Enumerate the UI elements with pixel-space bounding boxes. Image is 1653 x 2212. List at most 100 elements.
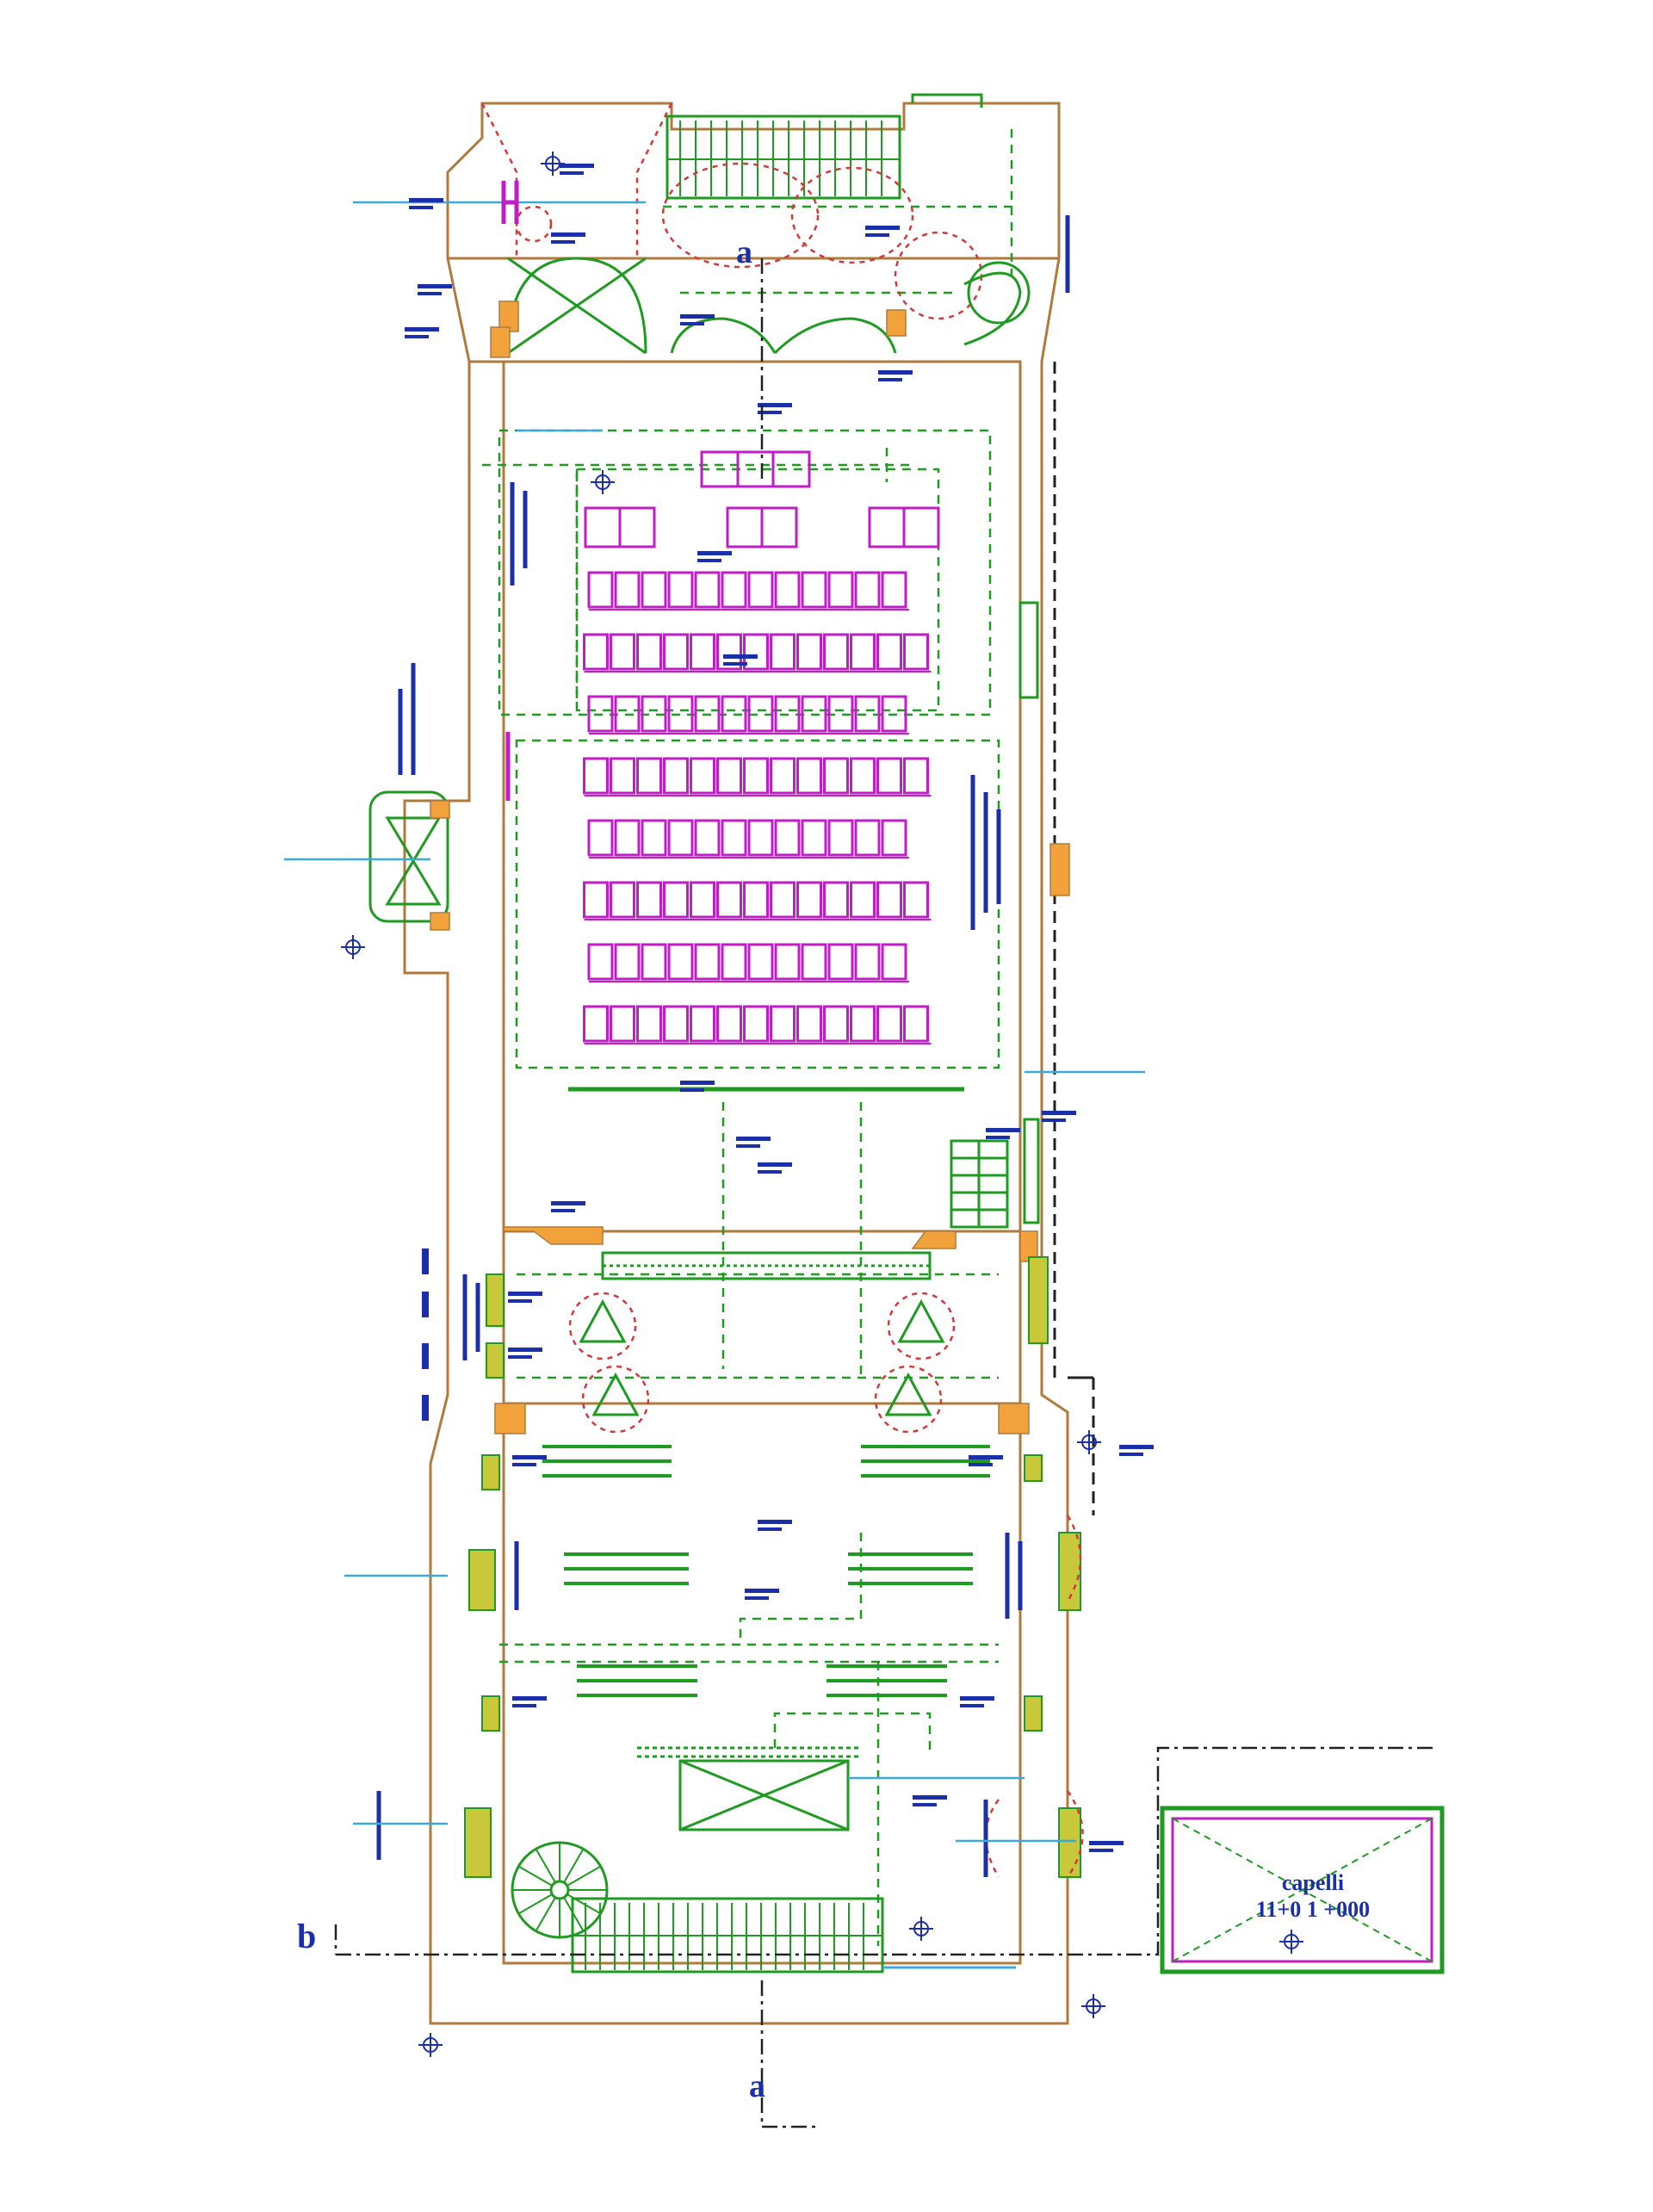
seat [721, 943, 747, 981]
seat [694, 943, 721, 981]
seat [610, 881, 635, 919]
chandelier-icon [874, 1365, 943, 1434]
annotation-tag [758, 1520, 792, 1524]
seat [827, 943, 854, 981]
annotation-tag [913, 1795, 947, 1800]
seat [876, 1005, 902, 1043]
seat [690, 757, 715, 795]
annotation-tag [758, 1170, 782, 1174]
seat [796, 757, 822, 795]
section-line-b [334, 1746, 1438, 1956]
seat [667, 943, 694, 981]
spiral-tread [517, 1893, 553, 1915]
seat [743, 1005, 769, 1043]
annotation-tag [512, 1704, 536, 1707]
annotation-tag [1042, 1118, 1066, 1122]
seating-area [583, 571, 932, 1044]
seat [774, 695, 801, 733]
seat [850, 633, 876, 671]
annotation-tag [697, 551, 732, 555]
annotation-tag [758, 403, 792, 407]
seat [854, 695, 881, 733]
section-line-a [760, 258, 818, 2128]
annotation-tag [680, 1088, 704, 1092]
seat [716, 1005, 742, 1043]
annotation-tag [512, 1463, 536, 1466]
seat [850, 757, 876, 795]
chandeliers [568, 1292, 956, 1434]
seat [587, 819, 614, 857]
seat [636, 633, 662, 671]
annotation-tag [758, 411, 782, 414]
annotation-tag [723, 654, 758, 659]
baptistery [637, 1746, 861, 1831]
dimension-tick [422, 1249, 429, 1274]
seat [743, 633, 769, 671]
seat [743, 757, 769, 795]
annotation-tags [405, 164, 1154, 1852]
front-seats [505, 450, 940, 801]
annotation-tag [560, 164, 594, 168]
seat [903, 881, 929, 919]
annotation-tag [508, 1355, 532, 1359]
annotation-tag [508, 1348, 542, 1352]
annotation-tag [865, 226, 900, 230]
annotation-tag [986, 1136, 1010, 1139]
annotation-tag [405, 335, 429, 338]
annex-subtitle: 11+0 1 +000 [1256, 1897, 1370, 1922]
annex-title: capelli [1282, 1870, 1344, 1895]
seat [721, 819, 747, 857]
seat [850, 881, 876, 919]
annotation-tag [418, 284, 452, 288]
reference-lines [284, 201, 1145, 1843]
level-marker-top [501, 181, 519, 224]
seat [583, 633, 609, 671]
seat [716, 633, 742, 671]
survey-marker-icon [909, 1917, 933, 1941]
annotation-tag [680, 1081, 715, 1085]
seat [823, 633, 849, 671]
annotation-tag [878, 378, 902, 381]
annotation-tag [560, 171, 584, 175]
spiral-tread [535, 1897, 556, 1932]
annotation-tag [865, 233, 889, 237]
seat [876, 757, 902, 795]
annotation-tag [745, 1589, 779, 1593]
seat [801, 695, 827, 733]
seat [641, 695, 667, 733]
annotation-tag [745, 1596, 769, 1600]
survey-marker-icon [341, 935, 365, 959]
seat [854, 943, 881, 981]
seat [801, 571, 827, 609]
seat [876, 633, 902, 671]
annotation-tag [1089, 1841, 1124, 1845]
annotation-tag [736, 1137, 771, 1141]
seat [881, 695, 907, 733]
seat [770, 757, 796, 795]
seat [694, 571, 721, 609]
section-b-left: b [297, 1917, 316, 1955]
survey-marker-icon [1081, 1994, 1105, 2018]
seat [663, 881, 689, 919]
seat [823, 1005, 849, 1043]
survey-markers [341, 152, 1303, 2057]
survey-marker-icon [1279, 1930, 1303, 1954]
seat [747, 943, 774, 981]
seat [876, 881, 902, 919]
chandelier-icon [887, 1292, 956, 1360]
seat [690, 1005, 715, 1043]
spiral-tread [517, 1865, 553, 1887]
seat [694, 695, 721, 733]
annotation-tag [960, 1704, 984, 1707]
survey-marker-icon [1077, 1430, 1101, 1454]
seat [801, 819, 827, 857]
seat [583, 1005, 609, 1043]
seat [667, 819, 694, 857]
seat [743, 881, 769, 919]
seat [587, 571, 614, 609]
benches [542, 1445, 990, 1697]
annotation-tag [697, 559, 721, 562]
seat [721, 695, 747, 733]
seat [903, 633, 929, 671]
